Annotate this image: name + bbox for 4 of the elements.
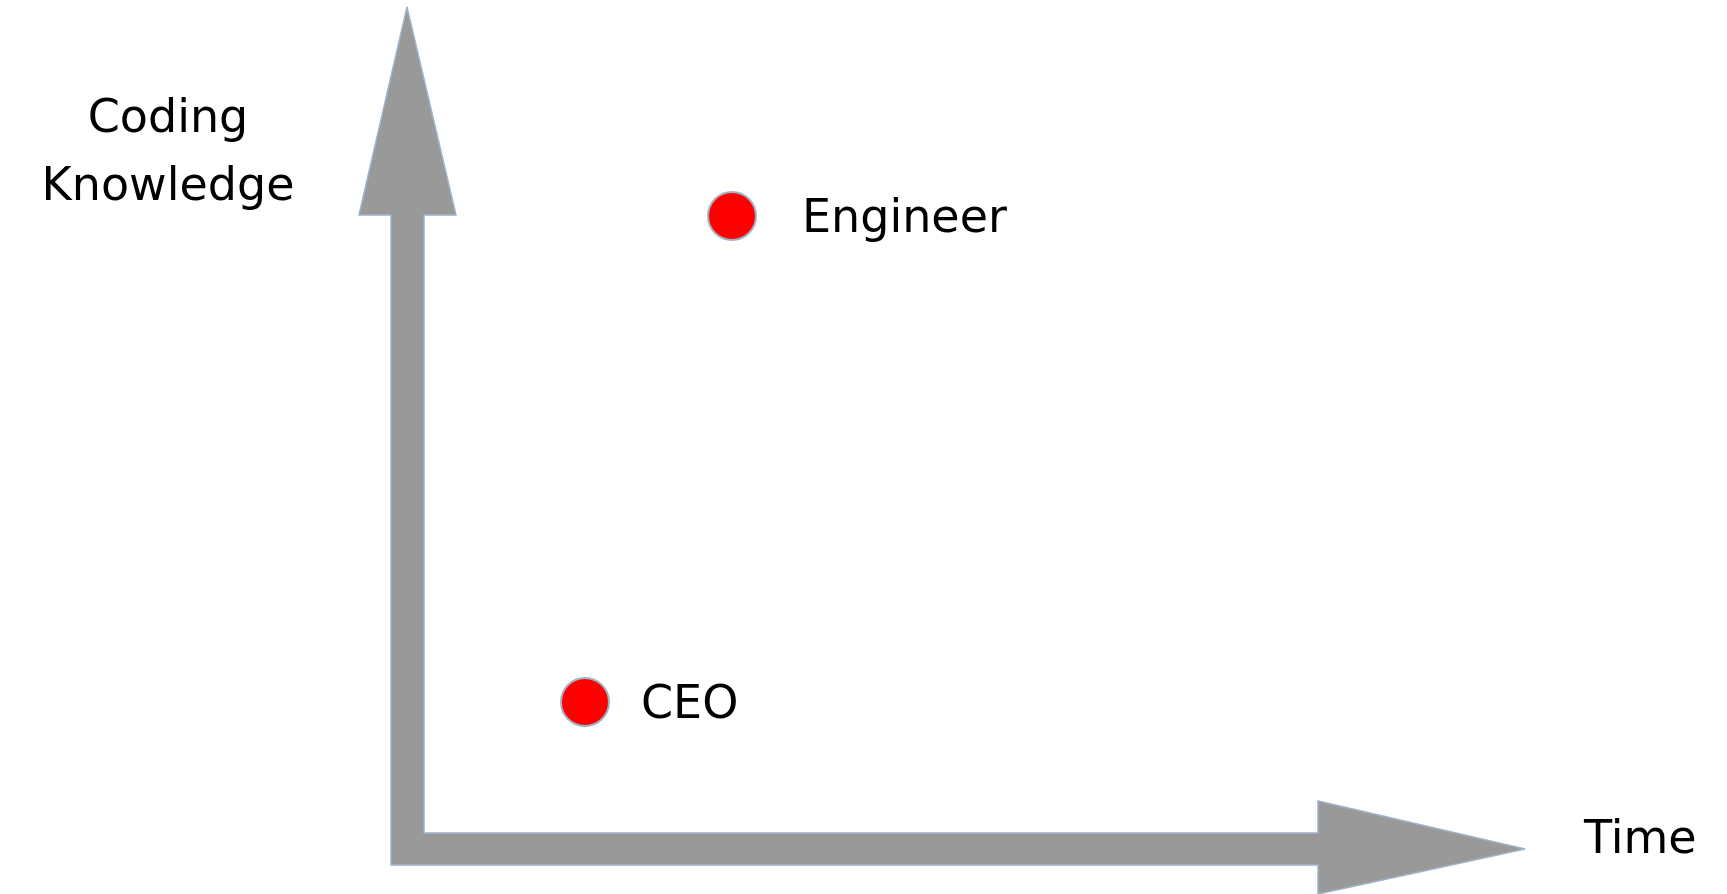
point-label: CEO bbox=[641, 674, 739, 731]
axis-label: Time bbox=[1584, 809, 1697, 866]
point-label: Engineer bbox=[802, 188, 1007, 245]
axis-label: Coding Knowledge bbox=[40, 88, 296, 213]
